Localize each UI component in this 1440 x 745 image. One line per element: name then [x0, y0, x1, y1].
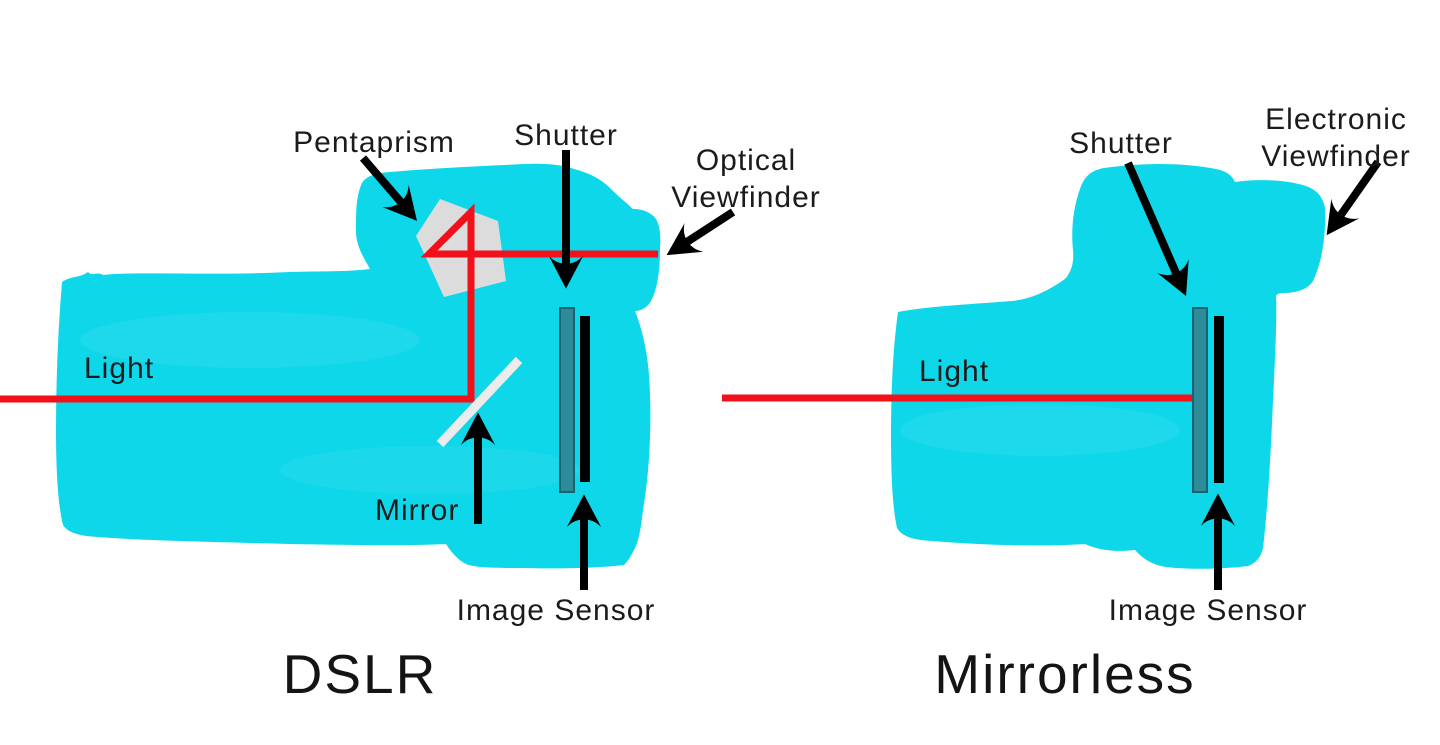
mirror-shape	[436, 356, 523, 448]
electronic-viewfinder-line1: Electronic	[1265, 103, 1407, 136]
dslr-shutter-bar	[559, 307, 575, 493]
electronic-viewfinder-label: Electronic Viewfinder	[1261, 101, 1411, 175]
mirrorless-title: Mirrorless	[934, 643, 1196, 705]
dslr-image-sensor-label: Image Sensor	[456, 594, 656, 627]
optical-viewfinder-line2: Viewfinder	[671, 181, 821, 214]
electronic-viewfinder-arrow	[1326, 159, 1382, 236]
body-texture	[280, 446, 580, 494]
dslr-light-label: Light	[84, 352, 155, 385]
optical-viewfinder-line1: Optical	[695, 144, 797, 177]
mirrorless-shutter-arrow	[1124, 161, 1189, 297]
optical-viewfinder-arrow	[666, 208, 736, 256]
mirror-label: Mirror	[375, 494, 460, 527]
mirrorless-light-label: Light	[919, 355, 990, 388]
pentaprism-shape	[416, 199, 506, 297]
optical-viewfinder-label: Optical Viewfinder	[671, 142, 821, 216]
pentaprism-arrow	[359, 155, 417, 221]
mirrorless-sensor-bar	[1214, 316, 1224, 483]
dslr-shutter-label: Shutter	[514, 119, 618, 152]
body-texture	[900, 404, 1180, 456]
body-texture	[80, 312, 420, 368]
mirrorless-image-sensor-label: Image Sensor	[1108, 594, 1308, 627]
pentaprism-label: Pentaprism	[293, 126, 455, 159]
electronic-viewfinder-line2: Viewfinder	[1261, 140, 1411, 173]
dslr-camera-body	[56, 163, 661, 569]
dslr-light-path	[0, 203, 658, 403]
dslr-sensor-bar	[580, 316, 590, 482]
mirrorless-shutter-label: Shutter	[1069, 127, 1173, 160]
mirrorless-shutter-bar	[1192, 307, 1208, 493]
dslr-title: DSLR	[282, 643, 438, 705]
